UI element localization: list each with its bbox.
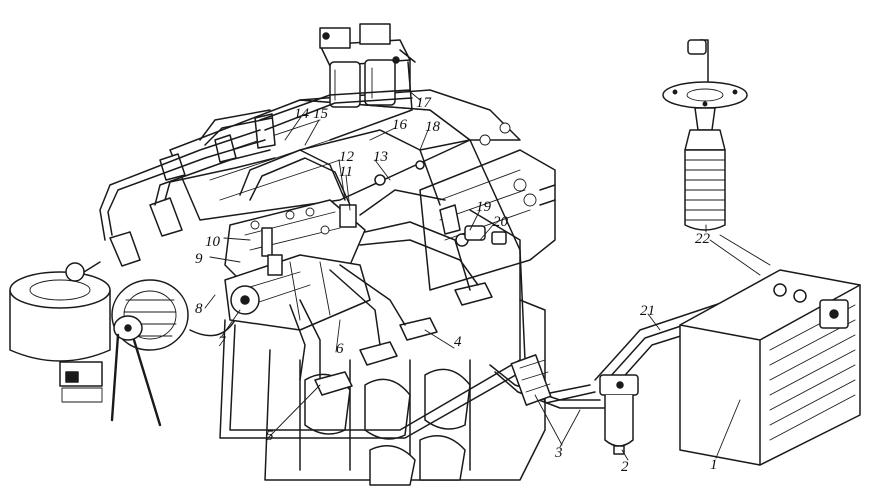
fine-fuel-filter [319,23,416,141]
injector-right-bank [314,204,493,396]
misc-fittings [374,160,507,247]
callout-1: 1 [710,457,718,473]
callout-19: 19 [476,199,491,215]
callout-21: 21 [640,303,655,319]
callout-7: 7 [218,334,226,350]
fuel-tank [679,269,861,466]
injection-pump [224,199,371,331]
callout-17: 17 [416,95,431,111]
callout-6: 6 [336,341,344,357]
callout-9: 9 [195,251,203,267]
leader-lines [204,89,741,461]
alternator [110,279,236,427]
callout-2: 2 [621,459,629,475]
callout-11: 11 [339,164,353,180]
callout-8: 8 [195,301,203,317]
callout-5: 5 [266,428,274,444]
callout-13: 13 [373,149,388,165]
callout-12: 12 [339,149,354,165]
callout-10: 10 [205,234,220,250]
callout-22: 22 [695,231,710,247]
callout-15: 15 [313,106,328,122]
air-filter-housing [9,261,111,403]
coarse-fuel-filter [599,374,639,455]
injector-left-bank [109,113,276,267]
callout-3: 3 [555,445,563,461]
callout-20: 20 [493,214,508,230]
callout-18: 18 [425,119,440,135]
callout-4: 4 [454,334,462,350]
tank-fuel-intake [662,39,771,276]
callout-14: 14 [294,106,309,122]
callout-16: 16 [392,117,407,133]
